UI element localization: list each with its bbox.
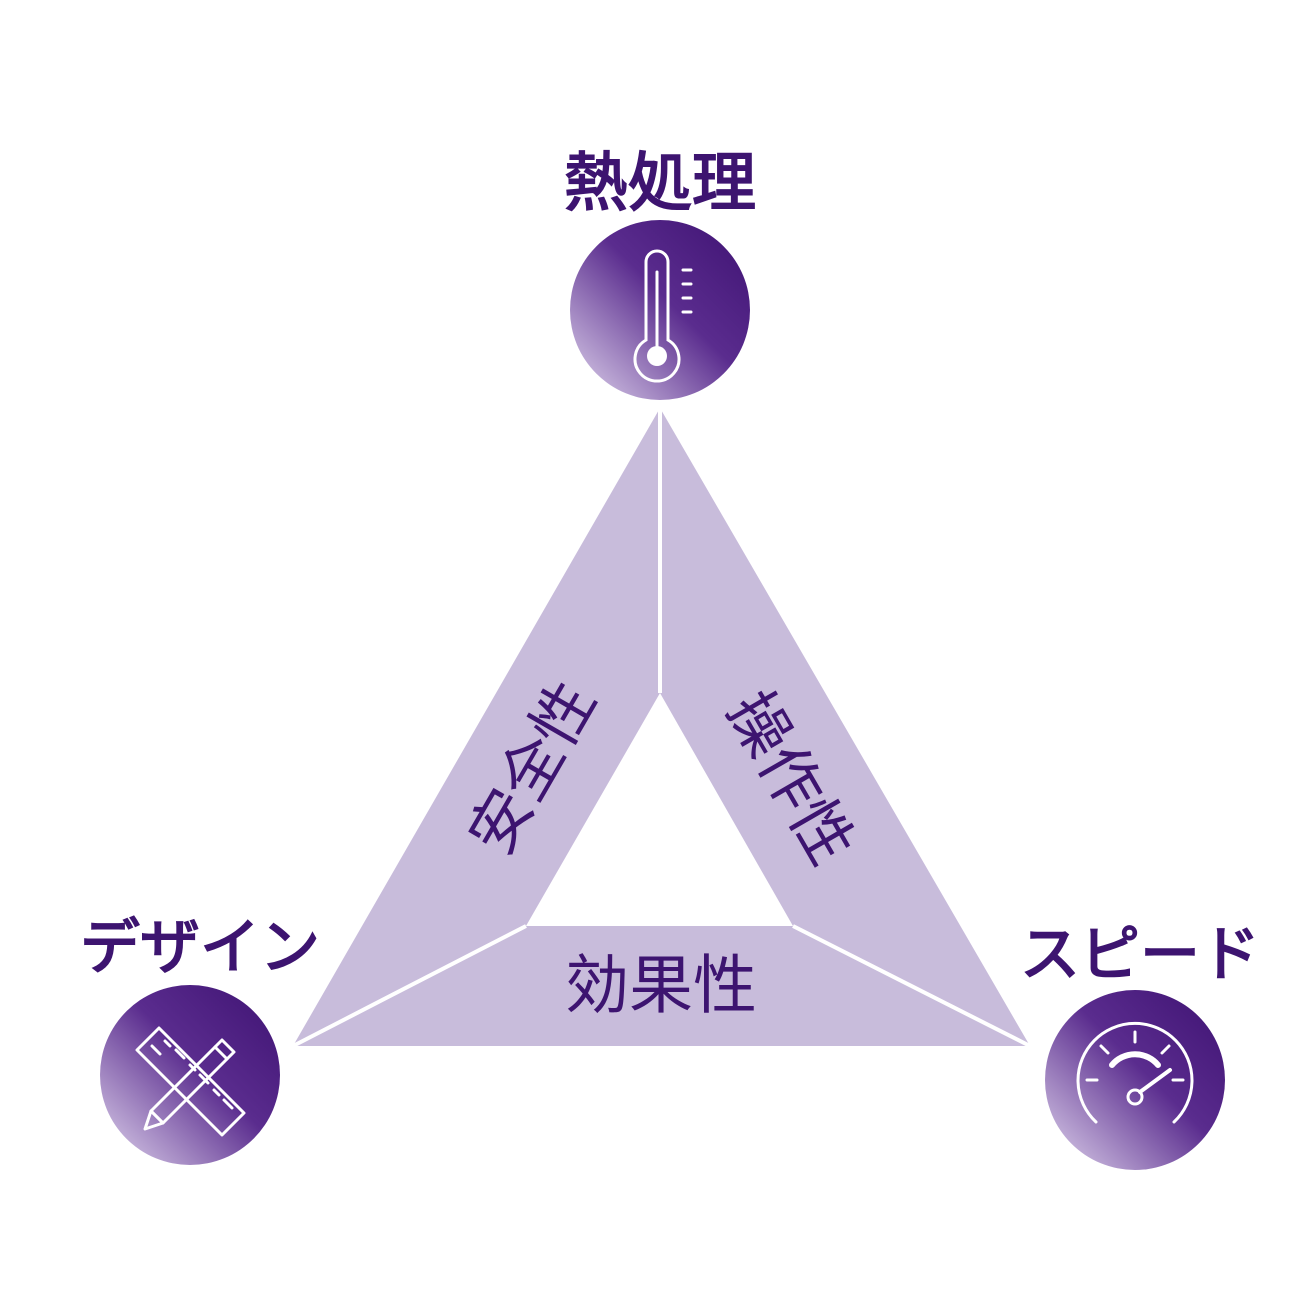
node-label-top: 熱処理 (564, 147, 756, 221)
node-top (570, 220, 750, 400)
triangle-frame (292, 408, 1031, 1048)
divider-left (292, 924, 527, 1048)
divider-right (792, 924, 1031, 1048)
node-label-left: デザイン (80, 913, 320, 983)
side-label-bottom: 効果性 (565, 950, 757, 1024)
node-label-right: スピード (1020, 920, 1260, 990)
node-circle-right (1045, 990, 1225, 1170)
node-left (100, 985, 280, 1165)
triangle-inner-hole (526, 693, 793, 926)
node-right (1045, 990, 1225, 1170)
ruler-pencil-icon (135, 1026, 246, 1137)
speedometer-icon (1076, 1021, 1194, 1124)
node-circle-left (100, 985, 280, 1165)
thermometer-icon (633, 249, 693, 383)
node-circle-top (570, 220, 750, 400)
